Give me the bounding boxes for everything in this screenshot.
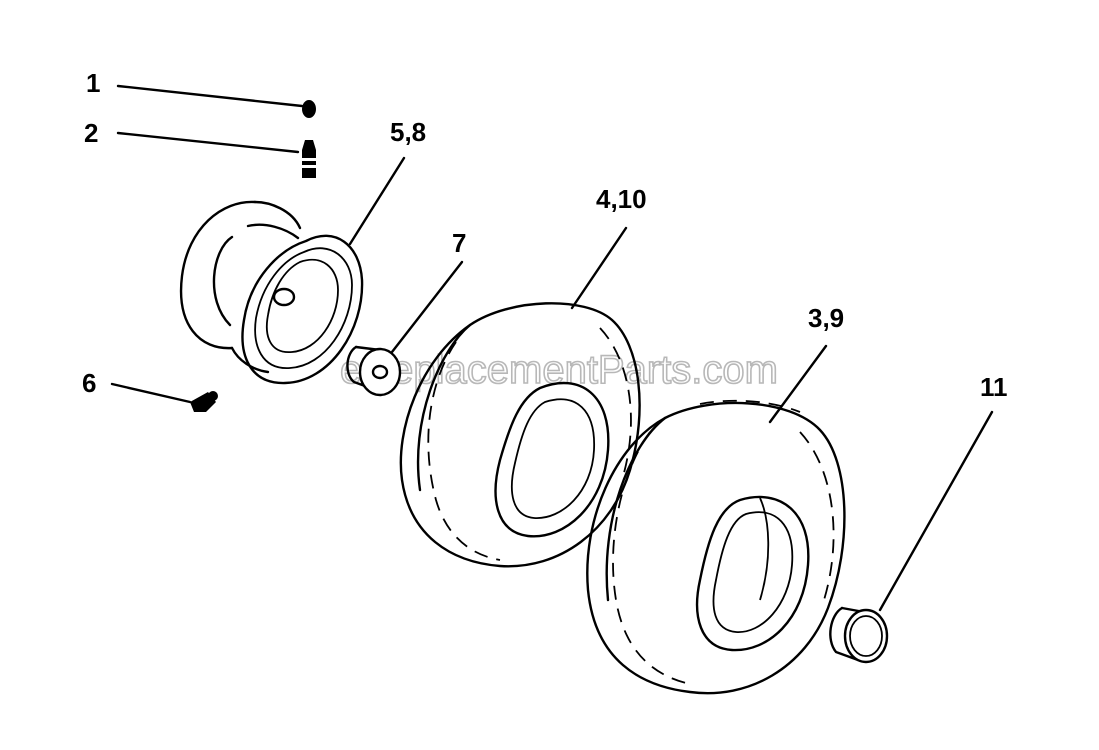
callout-3-9: 3,9 <box>808 303 844 333</box>
bearing-spacer-part[interactable] <box>346 345 402 397</box>
front-tire-part[interactable] <box>399 302 641 568</box>
callout-6: 6 <box>82 368 96 398</box>
callout-11: 11 <box>980 372 1008 402</box>
callout-7: 7 <box>452 228 466 258</box>
callout-4-10: 4,10 <box>596 184 647 214</box>
callout-5-8: 5,8 <box>390 117 426 147</box>
rim-part[interactable] <box>179 200 364 385</box>
valve-cap-part[interactable] <box>302 100 316 118</box>
callout-2: 2 <box>84 118 98 148</box>
leader-lines <box>110 84 994 612</box>
callout-1: 1 <box>86 68 100 98</box>
watermark-text: eReplacementParts.com <box>340 348 778 392</box>
hub-cap-part[interactable] <box>829 606 889 664</box>
valve-stem-part[interactable] <box>301 140 317 178</box>
rear-tire-part[interactable] <box>586 399 846 695</box>
grease-fitting-part[interactable] <box>190 391 218 412</box>
